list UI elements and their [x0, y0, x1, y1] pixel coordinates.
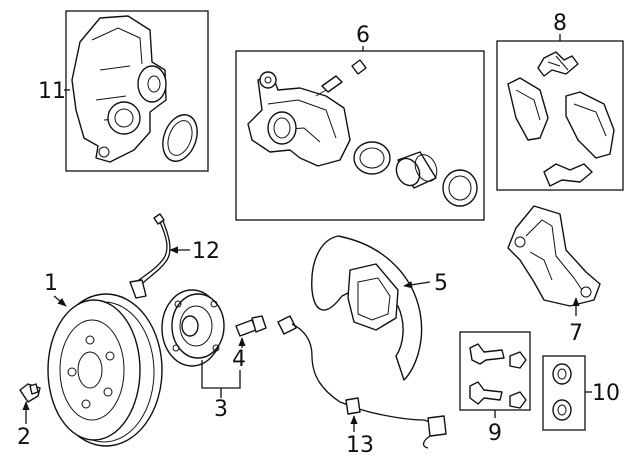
callout-2: 2 [17, 425, 31, 450]
part-3-hub-bearing [161, 289, 225, 367]
part-9-bolt-set [459, 331, 531, 411]
part-2-bolt [19, 383, 41, 403]
leader-5 [403, 281, 431, 289]
part-10-nut-set [542, 355, 586, 431]
part-8-box [496, 40, 624, 191]
part-7-caliper-bracket [507, 205, 601, 307]
part-6-box [235, 50, 485, 221]
callout-11: 11 [38, 79, 66, 104]
part-11-box [65, 10, 209, 172]
part-13-wheel-speed-sensor [277, 315, 447, 449]
part-1-brake-rotor [47, 293, 163, 447]
callout-4: 4 [232, 347, 246, 372]
callout-1: 1 [44, 271, 58, 296]
part-4-hub-bolt [235, 315, 267, 337]
part-10-box [542, 355, 586, 431]
callout-7: 7 [569, 321, 583, 346]
part-8-pad-kit [496, 40, 624, 191]
callout-8: 8 [553, 11, 567, 36]
callout-10: 10 [592, 381, 620, 406]
callout-5: 5 [434, 271, 448, 296]
part-12-brake-hose [129, 213, 171, 299]
callout-9: 9 [488, 421, 502, 446]
part-11-caliper-motor [65, 10, 209, 172]
part-6-caliper-kit [235, 50, 485, 221]
leader-1 [53, 295, 67, 307]
callout-13: 13 [346, 433, 374, 458]
callout-12: 12 [192, 239, 220, 264]
part-5-dust-shield [311, 235, 423, 381]
callout-6: 6 [356, 23, 370, 48]
callout-3: 3 [214, 397, 228, 422]
